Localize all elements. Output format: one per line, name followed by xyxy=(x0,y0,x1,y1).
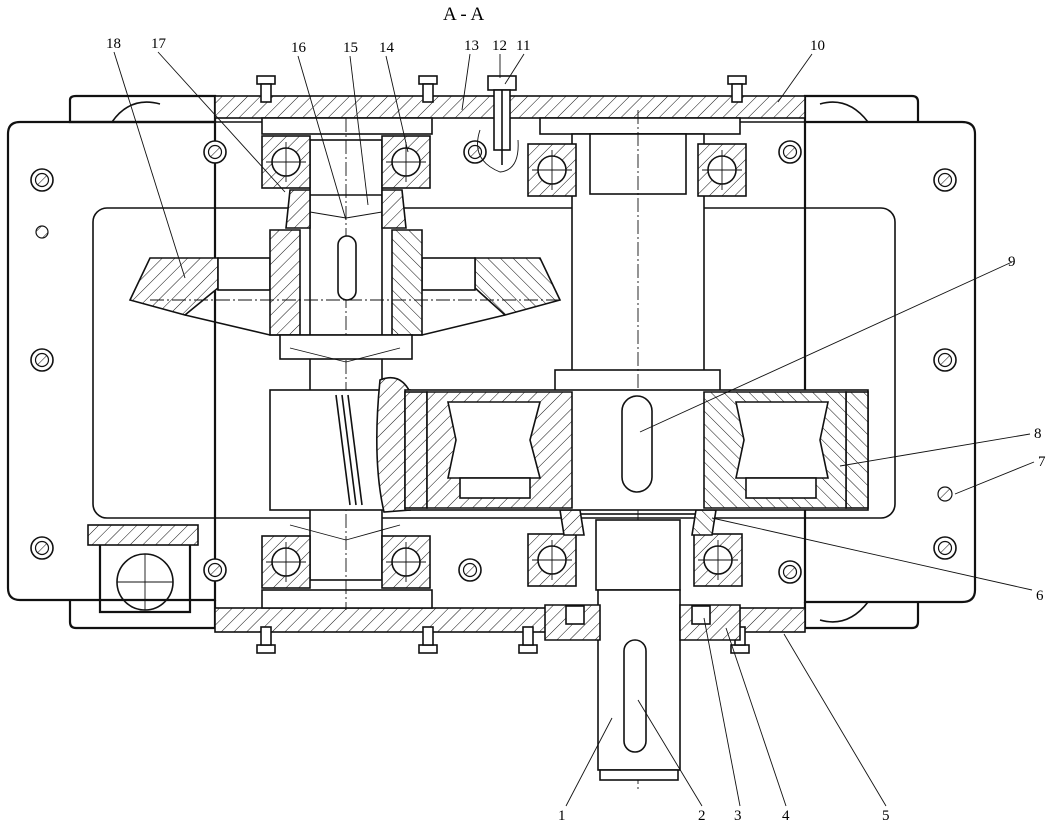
callout-8: 8 xyxy=(1034,426,1042,442)
section-title: A - A xyxy=(443,4,484,25)
plug-7 xyxy=(937,486,953,502)
callout-5: 5 xyxy=(882,808,890,824)
callout-1: 1 xyxy=(558,808,566,824)
callout-10: 10 xyxy=(810,38,825,54)
callout-6: 6 xyxy=(1036,588,1044,604)
leader-lines xyxy=(113,51,1035,807)
callout-14: 14 xyxy=(379,40,395,56)
callout-9: 9 xyxy=(1008,254,1016,270)
callout-18: 18 xyxy=(106,36,121,52)
callout-15: 15 xyxy=(343,40,358,56)
callout-12: 12 xyxy=(492,38,507,54)
callout-labels: 18 17 16 15 14 13 12 11 10 9 8 7 6 1 2 3… xyxy=(106,36,1046,824)
bevel-gear-18 xyxy=(128,229,562,363)
housing-foot xyxy=(87,524,199,614)
large-gear-8 xyxy=(404,389,869,511)
callout-4: 4 xyxy=(782,808,790,824)
callout-11: 11 xyxy=(516,38,530,54)
callout-16: 16 xyxy=(291,40,307,56)
housing-bolts xyxy=(30,140,957,584)
oil-dipstick xyxy=(477,75,519,173)
pinion-shaft xyxy=(261,118,431,610)
callout-7: 7 xyxy=(1038,454,1046,470)
callout-17: 17 xyxy=(151,36,167,52)
callout-2: 2 xyxy=(698,808,706,824)
callout-3: 3 xyxy=(734,808,742,824)
callout-13: 13 xyxy=(464,38,479,54)
